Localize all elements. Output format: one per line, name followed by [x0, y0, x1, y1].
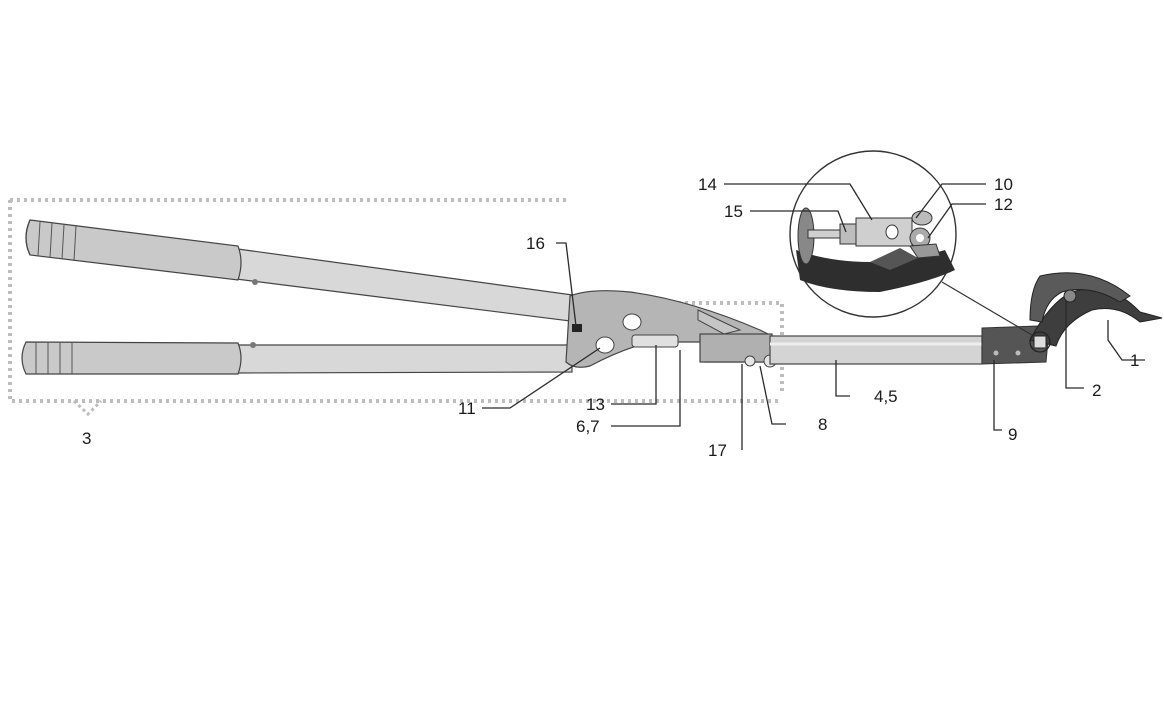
label-12: 12 [994, 195, 1013, 214]
label-14: 14 [698, 175, 717, 194]
label-17: 17 [708, 441, 727, 460]
detail-magnifier [789, 150, 1033, 336]
label-11: 11 [458, 399, 476, 418]
label-4-5: 4,5 [874, 387, 898, 406]
cutting-head [981, 272, 1163, 365]
label-9: 9 [1008, 425, 1017, 444]
part-labels: 1 2 3 4,5 6,7 8 9 10 11 12 13 14 15 16 1… [82, 175, 1139, 460]
label-16: 16 [526, 234, 545, 253]
label-13: 13 [586, 395, 605, 414]
pivot-head [565, 290, 777, 368]
label-8: 8 [818, 415, 827, 434]
label-1: 1 [1130, 351, 1139, 370]
label-3: 3 [82, 429, 91, 448]
label-6-7: 6,7 [576, 417, 600, 436]
leader-lines [482, 183, 1145, 450]
label-10: 10 [994, 175, 1013, 194]
extension-pole [769, 335, 983, 365]
lower-handle [21, 341, 573, 375]
label-2: 2 [1092, 381, 1101, 400]
label-15: 15 [724, 202, 743, 221]
upper-handle [25, 219, 581, 323]
